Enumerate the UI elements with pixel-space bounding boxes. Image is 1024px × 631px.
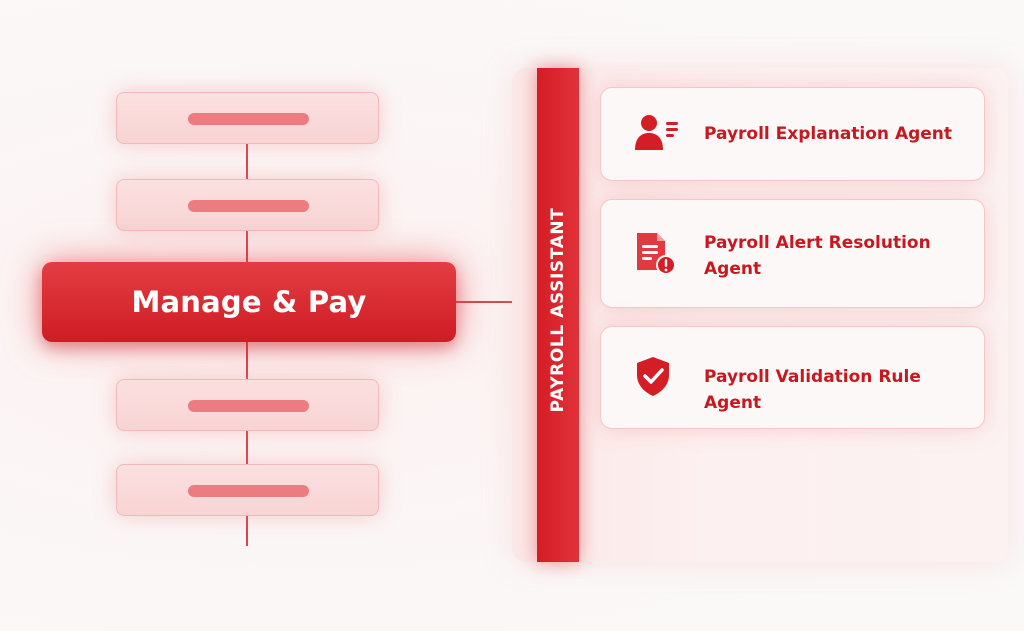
- shield-check-icon: [633, 354, 679, 400]
- main-node-label: Manage & Pay: [131, 285, 367, 319]
- step-box-3: [116, 379, 379, 431]
- payroll-assistant-bar: [537, 68, 579, 562]
- person-list-icon: [633, 112, 679, 158]
- placeholder-bar: [188, 200, 309, 212]
- placeholder-bar: [188, 113, 309, 125]
- connector-line: [246, 342, 248, 380]
- connector-line: [246, 231, 248, 263]
- agent-card-explanation: Payroll Explanation Agent: [600, 87, 985, 181]
- placeholder-bar: [188, 400, 309, 412]
- document-alert-icon: [633, 230, 679, 276]
- manage-and-pay-node: Manage & Pay: [42, 262, 456, 342]
- agent-label: Payroll Alert Resolution Agent: [704, 233, 931, 279]
- payroll-assistant-label: PAYROLL ASSISTANT: [548, 207, 568, 413]
- agent-card-alert-resolution: Payroll Alert Resolution Agent: [600, 199, 985, 308]
- placeholder-bar: [188, 485, 309, 497]
- connector-line: [456, 301, 538, 303]
- connector-line: [246, 516, 248, 546]
- connector-line: [246, 144, 248, 180]
- connector-line: [246, 431, 248, 465]
- agent-label: Payroll Validation Rule Agent: [704, 367, 921, 413]
- step-box-1: [116, 92, 379, 144]
- step-box-4: [116, 464, 379, 516]
- agent-card-validation-rule: Payroll Validation Rule Agent: [600, 326, 985, 429]
- step-box-2: [116, 179, 379, 231]
- agent-label: Payroll Explanation Agent: [704, 124, 953, 144]
